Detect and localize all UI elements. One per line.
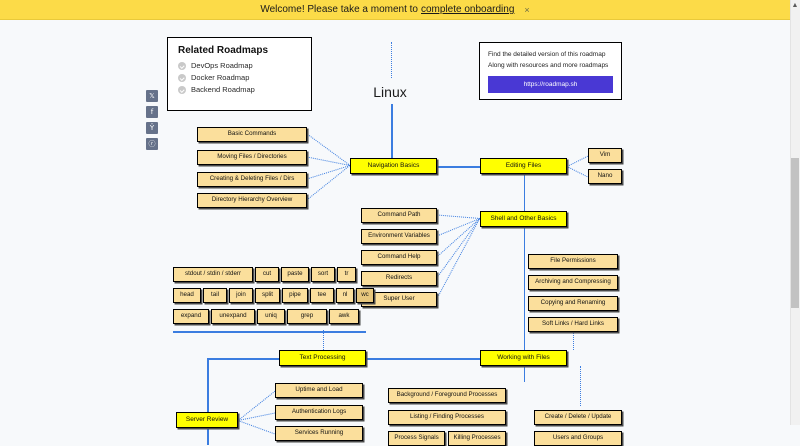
command-grid-underline [173, 331, 366, 333]
node-paste[interactable]: paste [281, 267, 309, 282]
trunk-left-down [207, 358, 209, 445]
page-title: Linux [373, 84, 407, 100]
node-users-and-groups[interactable]: Users and Groups [534, 431, 622, 446]
node-soft-hard-links[interactable]: Soft Links / Hard Links [528, 317, 618, 332]
node-pipe[interactable]: pipe [282, 288, 308, 303]
x-icon[interactable]: 𝕏 [146, 90, 158, 102]
node-text-processing[interactable]: Text Processing [279, 350, 366, 366]
scrollbar-thumb[interactable] [791, 158, 799, 308]
node-tr[interactable]: tr [337, 267, 356, 282]
facebook-icon[interactable]: f [146, 106, 158, 118]
trunk-title-to-navigation [391, 104, 393, 166]
onboarding-banner: Welcome! Please take a moment to complet… [0, 0, 790, 20]
check-circle-icon [178, 61, 186, 70]
node-tee[interactable]: tee [310, 288, 334, 303]
page-scrollbar[interactable]: ▲ [790, 0, 800, 425]
reddit-icon[interactable]: ⓡ [146, 138, 158, 150]
check-circle-icon [178, 73, 186, 82]
node-uniq[interactable]: uniq [257, 309, 285, 324]
detail-line-2: Along with resources and more roadmaps [488, 62, 609, 69]
node-copying-renaming[interactable]: Copying and Renaming [528, 296, 618, 311]
link-text-commands [322, 330, 324, 350]
node-server-review[interactable]: Server Review [176, 412, 238, 428]
node-background-foreground[interactable]: Background / Foreground Processes [388, 388, 506, 403]
bluesky-icon[interactable]: Ÿ [146, 122, 158, 134]
node-tail[interactable]: tail [203, 288, 227, 303]
node-uptime-and-load[interactable]: Uptime and Load [275, 383, 363, 398]
link-editing-vim [567, 155, 589, 167]
node-sort[interactable]: sort [311, 267, 335, 282]
node-moving-files[interactable]: Moving Files / Directories [197, 150, 307, 165]
node-create-delete-update[interactable]: Create / Delete / Update [534, 410, 622, 425]
link-editing-nano [566, 166, 588, 178]
trunk-working-down [523, 366, 525, 382]
check-circle-icon [178, 85, 186, 94]
link-shell-command-path [437, 214, 481, 219]
node-basic-commands[interactable]: Basic Commands [197, 127, 307, 142]
node-cut[interactable]: cut [255, 267, 279, 282]
link-text-working [366, 358, 480, 360]
link-files-group [573, 332, 574, 350]
link-nav-creating-deleting [306, 165, 350, 180]
banner-text: Welcome! Please take a moment to [260, 4, 418, 15]
node-unexpand[interactable]: unexpand [211, 309, 255, 324]
related-roadmap-label[interactable]: Backend Roadmap [191, 85, 255, 94]
link-shell-super-user [436, 218, 480, 300]
link-editing-shell [523, 174, 525, 211]
link-users-group [580, 366, 581, 406]
related-roadmaps-title: Related Roadmaps [178, 45, 269, 56]
link-server-services-running [237, 420, 275, 435]
related-roadmaps-card: Related Roadmaps DevOps Roadmap Docker R… [167, 37, 312, 111]
node-editing-files[interactable]: Editing Files [480, 158, 567, 174]
roadmap-canvas: Related Roadmaps DevOps Roadmap Docker R… [0, 20, 790, 446]
social-share-rail: 𝕏 f Ÿ ⓡ [146, 90, 160, 154]
node-head[interactable]: head [173, 288, 201, 303]
node-file-permissions[interactable]: File Permissions [528, 254, 618, 269]
link-nav-right [437, 166, 480, 168]
node-nl[interactable]: nl [336, 288, 354, 303]
node-services-running[interactable]: Services Running [275, 426, 363, 441]
node-wc[interactable]: wc [356, 288, 374, 303]
roadmap-sh-button[interactable]: https://roadmap.sh [488, 76, 613, 93]
node-grep[interactable]: grep [287, 309, 327, 324]
node-creating-deleting[interactable]: Creating & Deleting Files / Dirs [197, 172, 307, 187]
related-roadmap-docker[interactable]: Docker Roadmap [178, 73, 301, 82]
link-shell-working [523, 227, 525, 350]
node-super-user[interactable]: Super User [361, 292, 437, 307]
node-split[interactable]: split [255, 288, 280, 303]
node-awk[interactable]: awk [329, 309, 359, 324]
node-listing-finding[interactable]: Listing / Finding Processes [388, 410, 506, 425]
node-directory-hierarchy[interactable]: Directory Hierarchy Overview [197, 193, 307, 208]
node-stdout-stdin-stderr[interactable]: stdout / stdin / stderr [173, 267, 253, 282]
node-working-with-files[interactable]: Working with Files [480, 350, 567, 366]
node-environment-variables[interactable]: Environment Variables [361, 229, 437, 244]
node-authentication-logs[interactable]: Authentication Logs [275, 405, 363, 420]
node-command-help[interactable]: Command Help [361, 250, 437, 265]
scroll-up-icon[interactable]: ▲ [791, 2, 799, 9]
node-process-signals[interactable]: Process Signals [388, 431, 445, 446]
node-nano[interactable]: Nano [588, 169, 622, 184]
node-vim[interactable]: Vim [588, 148, 622, 163]
node-command-path[interactable]: Command Path [361, 208, 437, 223]
related-roadmap-backend[interactable]: Backend Roadmap [178, 85, 301, 94]
node-expand[interactable]: expand [173, 309, 209, 324]
node-join[interactable]: join [229, 288, 253, 303]
node-shell-other-basics[interactable]: Shell and Other Basics [480, 211, 567, 227]
complete-onboarding-link[interactable]: complete onboarding [421, 4, 515, 15]
node-killing-processes[interactable]: Killing Processes [448, 431, 506, 446]
node-redirects[interactable]: Redirects [361, 271, 437, 286]
detailed-version-card: Find the detailed version of this roadma… [479, 42, 622, 100]
node-archiving[interactable]: Archiving and Compressing [528, 275, 618, 290]
detail-line-1: Find the detailed version of this roadma… [488, 51, 606, 58]
related-roadmap-label[interactable]: Docker Roadmap [191, 73, 250, 82]
stem-above-title [391, 42, 392, 78]
related-roadmap-label[interactable]: DevOps Roadmap [191, 61, 253, 70]
link-text-left [207, 358, 279, 360]
node-navigation-basics[interactable]: Navigation Basics [350, 158, 437, 174]
close-icon[interactable]: × [524, 4, 530, 15]
related-roadmap-devops[interactable]: DevOps Roadmap [178, 61, 301, 70]
